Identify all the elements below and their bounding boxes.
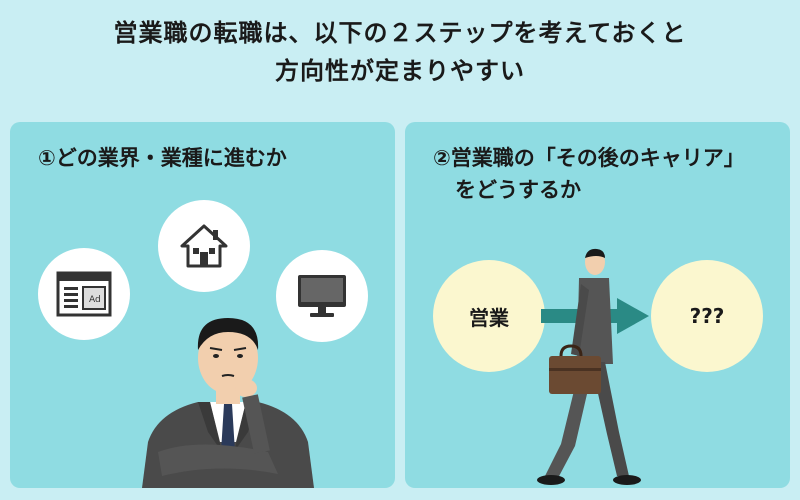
industry-panel: ①どの業界・業種に進むか Ad — [10, 122, 395, 488]
walking-businessman — [537, 248, 641, 485]
career-panel: ②営業職の「その後のキャリア」 をどうするか 営業 ??? — [405, 122, 790, 488]
monitor-circle — [276, 250, 368, 342]
house-icon — [180, 224, 228, 268]
browser-ad-icon: Ad — [56, 271, 112, 317]
monitor-icon — [298, 275, 346, 317]
title-line-2: 方向性が定まりやすい — [275, 57, 525, 85]
thinking-businessman — [142, 318, 314, 488]
career-heading-line-1: ②営業職の「その後のキャリア」 — [433, 146, 745, 170]
ad-label: Ad — [89, 295, 101, 305]
unknown-career-circle: ??? — [651, 260, 763, 372]
page-title: 営業職の転職は、以下の２ステップを考えておくと 方向性が定まりやすい — [0, 14, 800, 90]
unknown-career-label: ??? — [689, 304, 725, 328]
house-circle — [158, 200, 250, 292]
title-line-1: 営業職の転職は、以下の２ステップを考えておくと — [113, 19, 687, 47]
career-heading-line-2: をどうするか — [455, 178, 581, 202]
sales-label: 営業 — [469, 305, 509, 330]
career-heading: ②営業職の「その後のキャリア」 をどうするか — [433, 142, 745, 206]
browser-ad-circle: Ad — [38, 248, 130, 340]
industry-heading: ①どの業界・業種に進むか — [38, 146, 287, 170]
sales-circle: 営業 — [433, 260, 545, 372]
